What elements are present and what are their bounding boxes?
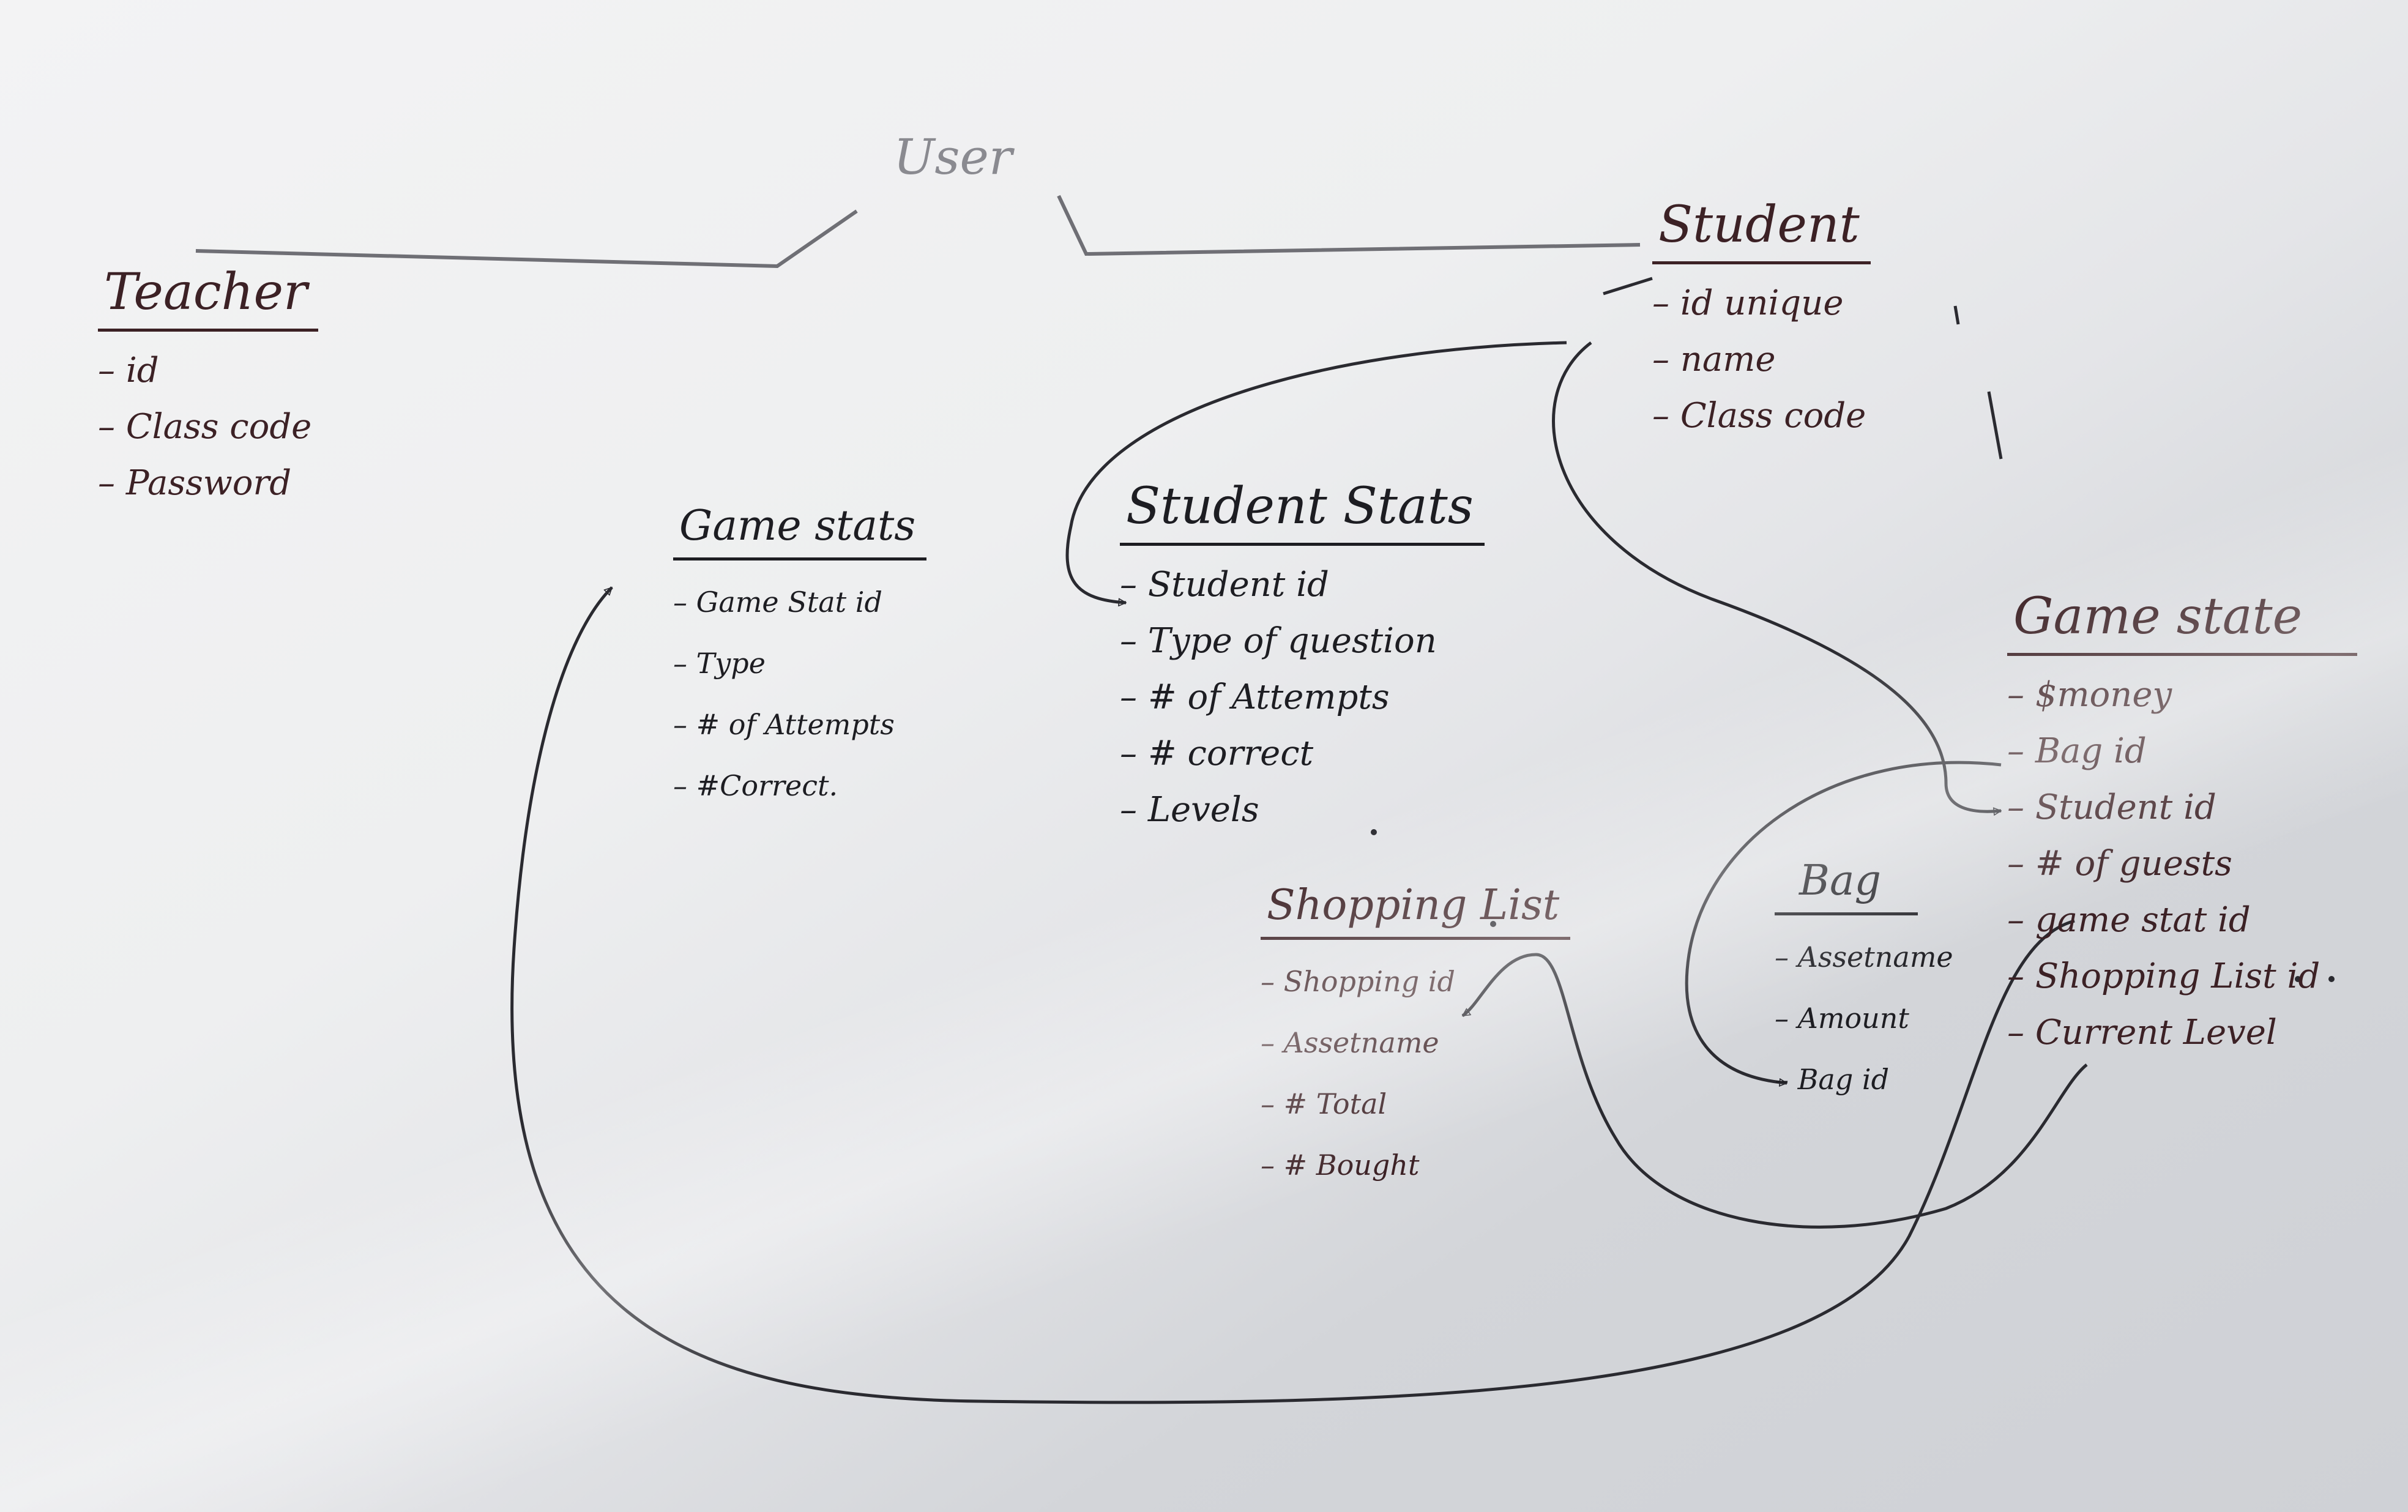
bag-field-bag-id: Bag id (1775, 1049, 1953, 1110)
student-to-gamestate-line (1552, 341, 2001, 811)
shopping-list-field-list: Shopping id Assetname # Total # Bought (1261, 951, 1570, 1196)
student-stats-field-type-of-question: Type of question (1120, 613, 1485, 669)
student-field-class-code: Class code (1652, 388, 1871, 444)
game-state-field-game-stat-id: game stat id (2007, 892, 2357, 948)
student-box-marks (1603, 277, 2003, 460)
bag-title: Bag (1775, 857, 1918, 915)
shopping-list-title: Shopping List (1261, 881, 1571, 940)
teacher-entity: Teacher id Class code Password (98, 263, 319, 512)
bag-field-list: Assetname Amount Bag id (1775, 926, 1953, 1110)
game-stats-field-type: Type (673, 633, 926, 694)
shopping-list-field-assetname: Assetname (1261, 1012, 1570, 1073)
student-entity: Student id unique name Class code (1652, 196, 1871, 444)
game-state-entity: Game state $money Bag id Student id # of… (2007, 587, 2358, 1061)
student-field-list: id unique name Class code (1652, 275, 1871, 444)
bag-entity: Bag Assetname Amount Bag id (1775, 857, 1953, 1110)
user-to-teacher-line (195, 209, 858, 269)
game-stats-field-attempts: # of Attempts (673, 694, 926, 755)
game-state-title: Game state (2007, 587, 2358, 656)
game-state-field-money: $money (2007, 667, 2357, 723)
student-to-studentstats-line (1065, 341, 1567, 603)
student-stats-field-correct: # correct (1120, 726, 1485, 782)
game-stats-field-correct: #Correct. (673, 755, 926, 816)
shopping-list-field-bought: # Bought (1261, 1134, 1570, 1196)
game-stats-title: Game stats (673, 502, 927, 560)
game-stats-field-game-stat-id: Game Stat id (673, 572, 926, 633)
gamestate-to-bag-line (1685, 761, 2002, 1083)
student-stats-field-student-id: Student id (1120, 557, 1485, 613)
student-field-name: name (1652, 332, 1871, 388)
shopping-list-field-total: # Total (1261, 1073, 1570, 1134)
teacher-field-password: Password (98, 455, 318, 512)
inheritance-lines (195, 195, 1641, 269)
teacher-field-list: id Class code Password (98, 343, 318, 512)
shopping-list-field-shopping-id: Shopping id (1261, 951, 1570, 1012)
bag-field-amount: Amount (1775, 988, 1953, 1049)
game-state-field-shopping-list-id: Shopping List id (2007, 948, 2357, 1005)
user-to-student-line (1057, 195, 1641, 256)
gamestate-to-gamestats-line (510, 586, 2075, 1404)
game-state-field-list: $money Bag id Student id # of guests gam… (2007, 667, 2357, 1061)
game-state-field-guests: # of guests (2007, 836, 2357, 892)
student-stats-title: Student Stats (1120, 477, 1485, 546)
teacher-title: Teacher (98, 263, 319, 332)
game-state-field-current-level: Current Level (2007, 1005, 2357, 1061)
shopping-list-entity: Shopping List Shopping id Assetname # To… (1261, 881, 1571, 1196)
student-stats-field-list: Student id Type of question # of Attempt… (1120, 557, 1485, 838)
student-stats-entity: Student Stats Student id Type of questio… (1120, 477, 1485, 838)
student-stats-field-levels: Levels (1120, 782, 1485, 838)
game-stats-entity: Game stats Game Stat id Type # of Attemp… (673, 502, 927, 816)
teacher-field-class-code: Class code (98, 399, 318, 455)
user-superclass-label: User (893, 128, 1013, 185)
game-state-field-bag-id: Bag id (2007, 723, 2357, 780)
teacher-field-id: id (98, 343, 318, 399)
game-stats-field-list: Game Stat id Type # of Attempts #Correct… (673, 572, 926, 816)
bag-field-assetname: Assetname (1775, 926, 1953, 988)
student-stats-field-attempts: # of Attempts (1120, 669, 1485, 726)
student-title: Student (1652, 196, 1871, 264)
student-field-id-unique: id unique (1652, 275, 1871, 332)
game-state-field-student-id: Student id (2007, 780, 2357, 836)
